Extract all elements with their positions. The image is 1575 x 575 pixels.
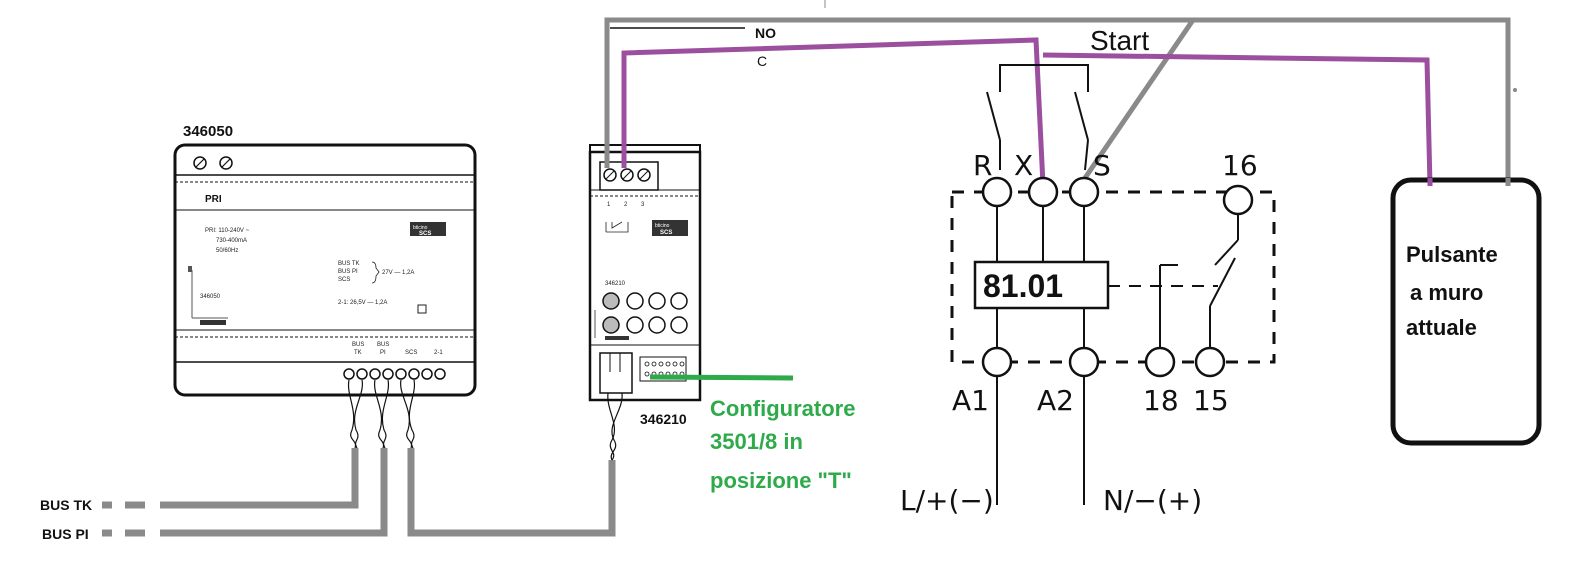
bticino-logo	[652, 220, 688, 236]
scs-bus-wire	[407, 448, 616, 537]
terminal-a2	[1068, 346, 1100, 378]
bus-pi-label: BUS PI	[42, 526, 89, 542]
wall-button-box	[1390, 177, 1542, 446]
svg-text:2-1: 2-1	[434, 350, 443, 356]
actuator-346210: 1 2 3 bticino SCS 346210 346210	[588, 144, 702, 461]
bus-pi-wire	[160, 448, 388, 537]
wall-push-button: Pulsante a muro attuale	[1390, 177, 1542, 446]
bus-wires	[102, 448, 616, 537]
supply-l-label: L/+(−)	[900, 484, 994, 517]
purple-wires	[621, 37, 1433, 187]
terminal-s	[1068, 176, 1100, 208]
terminal-15	[1194, 346, 1226, 378]
terminal-18-label: 18	[1143, 384, 1179, 417]
terminal-a1	[981, 346, 1013, 378]
svg-text:BUS: BUS	[377, 342, 389, 348]
bus-connector	[599, 352, 633, 394]
timer-relay-81-01: Start R X S 16 81.01	[900, 25, 1276, 517]
configurator-note-line2: 3501/8 in	[710, 429, 803, 454]
power-supply-346050: 346050 PRI PRI: 110-240V ~ 730-400mA 50/…	[173, 123, 477, 449]
power-supply-body	[173, 143, 477, 397]
actuator-small-model: 346210	[605, 281, 626, 287]
bus-tk-label: BUS TK	[40, 497, 92, 513]
bus-rating: 27V — 1,2A	[382, 270, 414, 276]
contact-c-label: C	[757, 53, 767, 69]
wall-button-line1: Pulsante	[1406, 242, 1498, 267]
bus-pi-spec: BUS PI	[338, 269, 358, 275]
svg-text:bticino: bticino	[655, 223, 670, 229]
wall-button-line2: a muro	[1410, 280, 1483, 305]
terminal-a2-label: A2	[1037, 384, 1074, 417]
svg-text:SCS: SCS	[660, 230, 672, 236]
power-supply-small-model: 346050	[200, 294, 221, 300]
bus-tk-wire	[160, 448, 359, 509]
svg-text:SCS: SCS	[419, 231, 431, 237]
configurator-note-line1: Configuratore	[710, 396, 855, 421]
svg-text:SCS: SCS	[405, 350, 417, 356]
contact-no-label: NO	[755, 25, 776, 41]
configurator-green-line	[649, 374, 794, 381]
relay-housing	[950, 190, 1276, 364]
configurator-sockets	[602, 292, 688, 334]
relay-model-label: 81.01	[983, 268, 1063, 304]
configurator-note-line3: posizione "T"	[710, 468, 852, 493]
power-supply-model-label: 346050	[183, 123, 233, 140]
svg-text:BUS: BUS	[352, 342, 364, 348]
output-rating: 2-1: 26,5V — 1,2A	[338, 300, 387, 306]
wall-button-line3: attuale	[1406, 315, 1477, 340]
bticino-logo	[410, 222, 446, 236]
terminal-15-label: 15	[1193, 384, 1229, 417]
power-supply-name: PRI	[205, 194, 222, 205]
bus-tk-spec: BUS TK	[338, 261, 360, 267]
terminal-18	[1144, 346, 1176, 378]
supply-n-label: N/−(+)	[1103, 484, 1202, 517]
terminal-block	[343, 368, 446, 380]
svg-text:TK: TK	[354, 350, 362, 356]
terminal-x-label: X	[1014, 149, 1033, 182]
start-label: Start	[1090, 25, 1149, 56]
terminal-r-label: R	[973, 149, 992, 182]
spec-line-3: 50/60Hz	[216, 248, 238, 254]
gray-signal-wires	[604, 17, 1511, 182]
terminal-16-label: 16	[1222, 149, 1258, 182]
svg-text:PI: PI	[380, 350, 386, 356]
terminal-r	[981, 176, 1013, 208]
svg-text:2: 2	[624, 202, 628, 208]
svg-text:1: 1	[607, 202, 611, 208]
terminal-16	[1222, 184, 1254, 216]
contact-symbol-icon	[605, 221, 629, 233]
brand-logo-small	[200, 320, 226, 325]
terminal-s-label: S	[1093, 149, 1111, 182]
terminal-x	[1027, 176, 1059, 208]
actuator-model-label: 346210	[640, 411, 687, 427]
spec-line-1: PRI: 110-240V ~	[205, 228, 250, 234]
terminal-a1-label: A1	[952, 384, 989, 417]
svg-text:bticino: bticino	[413, 225, 428, 231]
spec-line-2: 730-400mA	[216, 238, 247, 244]
scs-spec: SCS	[338, 277, 350, 283]
svg-text:3: 3	[641, 202, 645, 208]
